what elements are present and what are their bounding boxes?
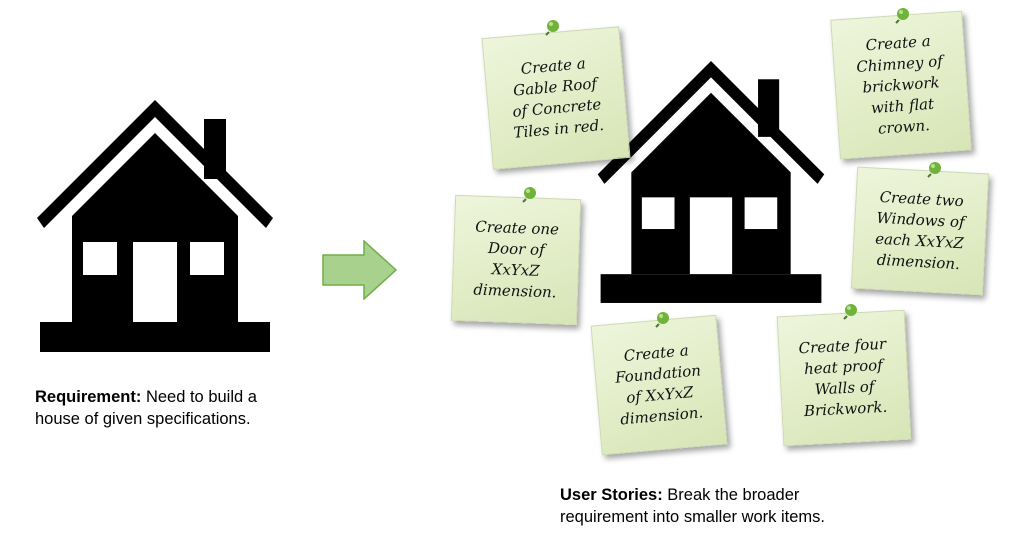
sticky-note-foundation: Create a Foundation of XxYxZ dimension. — [590, 314, 728, 456]
push-pin-icon — [895, 8, 909, 24]
note-text: Create a Foundation of XxYxZ dimension. — [614, 341, 704, 429]
requirement-label: Requirement: — [35, 388, 142, 406]
note-text: Create a Gable Roof of Concrete Tiles in… — [511, 54, 605, 142]
sticky-note-walls: Create four heat proof Walls of Brickwor… — [776, 309, 912, 447]
note-text: Create a Chimney of brickwork with flat … — [855, 31, 944, 138]
requirement-caption: Requirement: Need to build a house of gi… — [35, 386, 300, 430]
note-text: Create two Windows of each XxYxZ dimensi… — [874, 187, 966, 274]
user-stories-caption: User Stories: Break the broader requirem… — [560, 484, 890, 528]
push-pin-icon — [522, 187, 536, 203]
sticky-note-gable-roof: Create a Gable Roof of Concrete Tiles in… — [481, 26, 631, 170]
right-arrow-icon — [322, 240, 398, 300]
note-text: Create four heat proof Walls of Brickwor… — [798, 334, 888, 421]
requirement-description: Need to build a house of given specifica… — [35, 388, 257, 428]
user-stories-description: Break the broader requirement into small… — [560, 486, 825, 526]
house-icon-user-stories — [597, 61, 825, 303]
user-stories-label: User Stories: — [560, 486, 663, 504]
push-pin-icon — [927, 162, 941, 178]
sticky-note-windows: Create two Windows of each XxYxZ dimensi… — [850, 166, 990, 296]
house-icon-requirement — [37, 100, 273, 352]
push-pin-icon — [843, 304, 857, 320]
push-pin-icon — [655, 312, 669, 328]
note-text: Create one Door of XxYxZ dimension. — [473, 217, 560, 302]
sticky-note-chimney: Create a Chimney of brickwork with flat … — [830, 10, 972, 160]
push-pin-icon — [545, 20, 559, 36]
sticky-note-door: Create one Door of XxYxZ dimension. — [450, 194, 582, 326]
